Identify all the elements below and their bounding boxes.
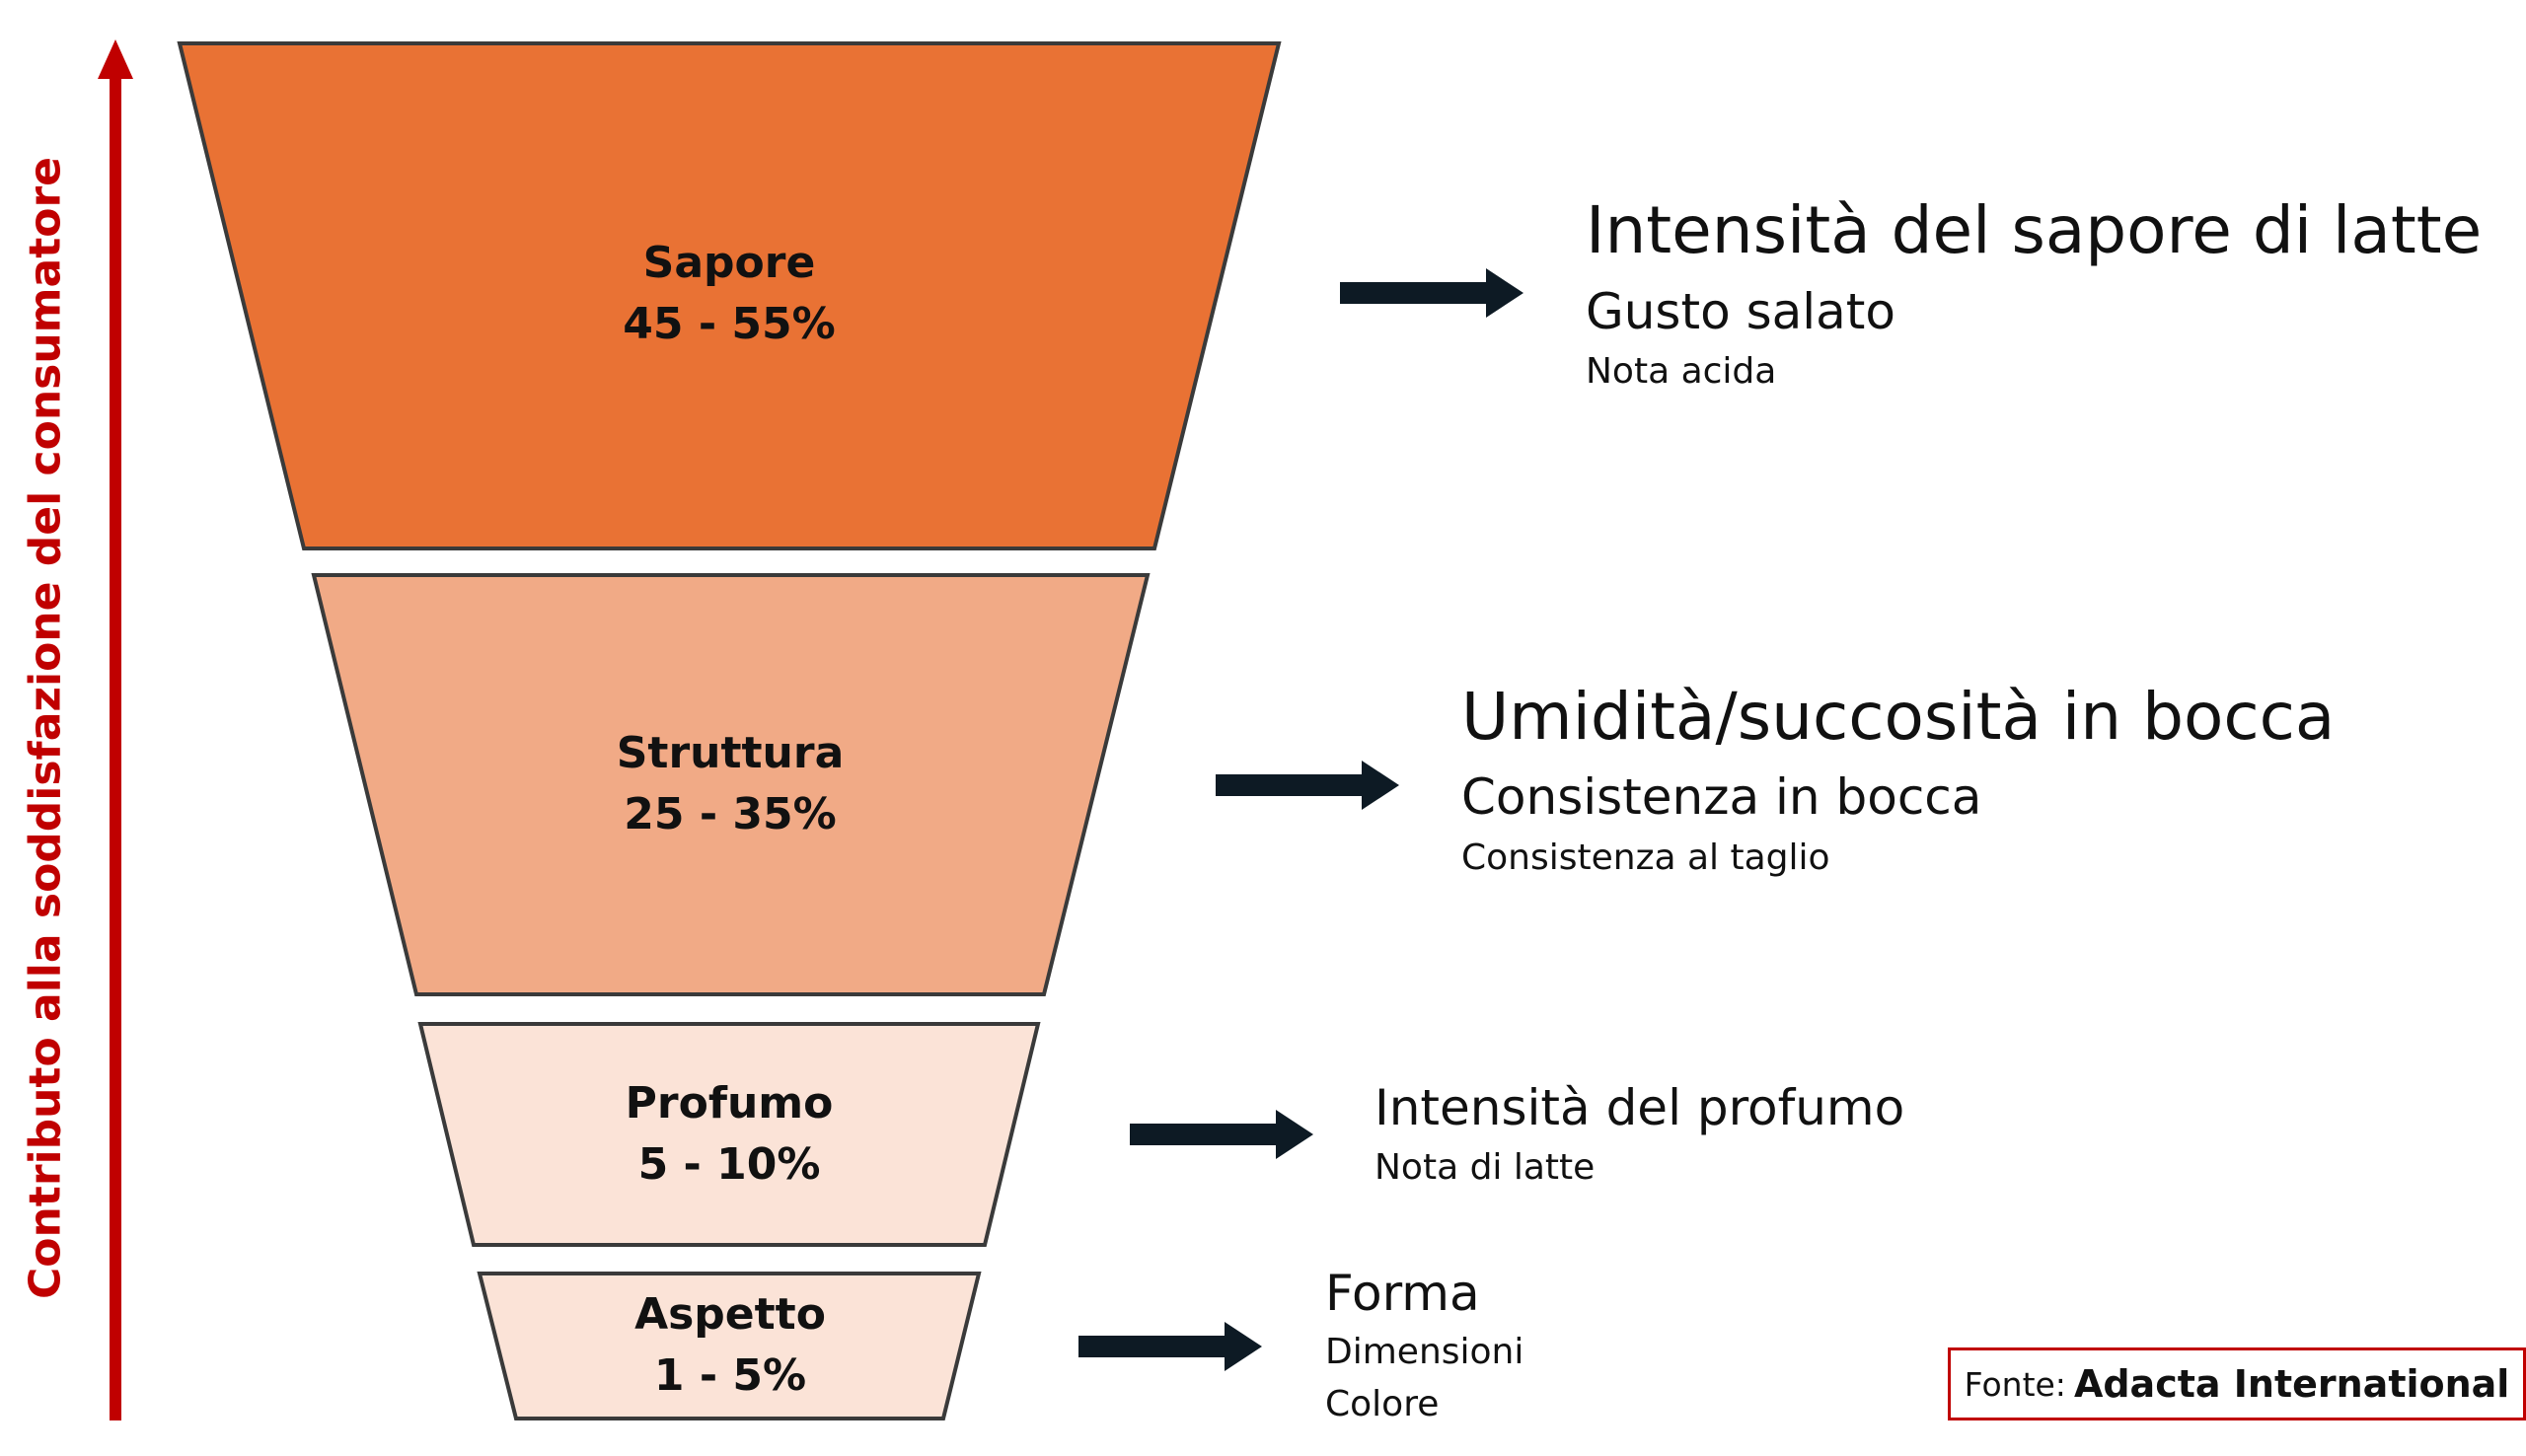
tier-aspetto-label: Aspetto 1 - 5%	[483, 1284, 977, 1407]
struttura-detail-3: Consistenza al taglio	[1461, 837, 1830, 878]
tier-range: 5 - 10%	[637, 1139, 821, 1190]
arrow-sapore	[1340, 268, 1523, 318]
aspetto-detail-3: Colore	[1325, 1384, 1440, 1424]
tier-profumo-shape	[417, 1022, 1041, 1247]
tier-sapore-label: Sapore 45 - 55%	[483, 233, 976, 355]
tier-name: Sapore	[642, 238, 816, 288]
profumo-detail-2: Nota di latte	[1374, 1147, 1596, 1188]
source-box: Fonte: Adacta International	[1948, 1347, 2526, 1420]
profumo-detail-1: Intensità del profumo	[1374, 1079, 1905, 1136]
arrow-profumo	[1130, 1110, 1313, 1159]
struttura-detail-2: Consistenza in bocca	[1461, 768, 1982, 826]
axis-label: Contributo alla soddisfazione del consum…	[20, 156, 71, 1300]
tier-aspetto-shape	[477, 1272, 982, 1420]
tier-struttura-label: Struttura 25 - 35%	[483, 723, 977, 845]
tier-name: Profumo	[625, 1078, 834, 1128]
axis-arrowhead	[98, 39, 133, 79]
source-prefix: Fonte:	[1964, 1364, 2066, 1404]
arrow-struttura	[1216, 761, 1399, 810]
tier-range: 45 - 55%	[623, 299, 836, 349]
tier-range: 25 - 35%	[624, 789, 837, 839]
tier-range: 1 - 5%	[653, 1350, 807, 1401]
tier-profumo-label: Profumo 5 - 10%	[483, 1073, 976, 1196]
aspetto-detail-2: Dimensioni	[1325, 1332, 1524, 1372]
sapore-detail-2: Gusto salato	[1586, 283, 1895, 340]
sapore-detail-3: Nota acida	[1586, 351, 1777, 392]
tier-struttura-shape	[311, 573, 1151, 996]
tier-sapore-shape	[177, 41, 1282, 550]
sapore-detail-1: Intensità del sapore di latte	[1586, 192, 2483, 268]
source-name: Adacta International	[2073, 1362, 2510, 1406]
aspetto-detail-1: Forma	[1325, 1265, 1480, 1322]
tier-name: Struttura	[616, 728, 845, 778]
arrow-aspetto	[1078, 1322, 1262, 1371]
tier-name: Aspetto	[634, 1289, 826, 1340]
struttura-detail-1: Umidità/succosità in bocca	[1461, 679, 2336, 755]
